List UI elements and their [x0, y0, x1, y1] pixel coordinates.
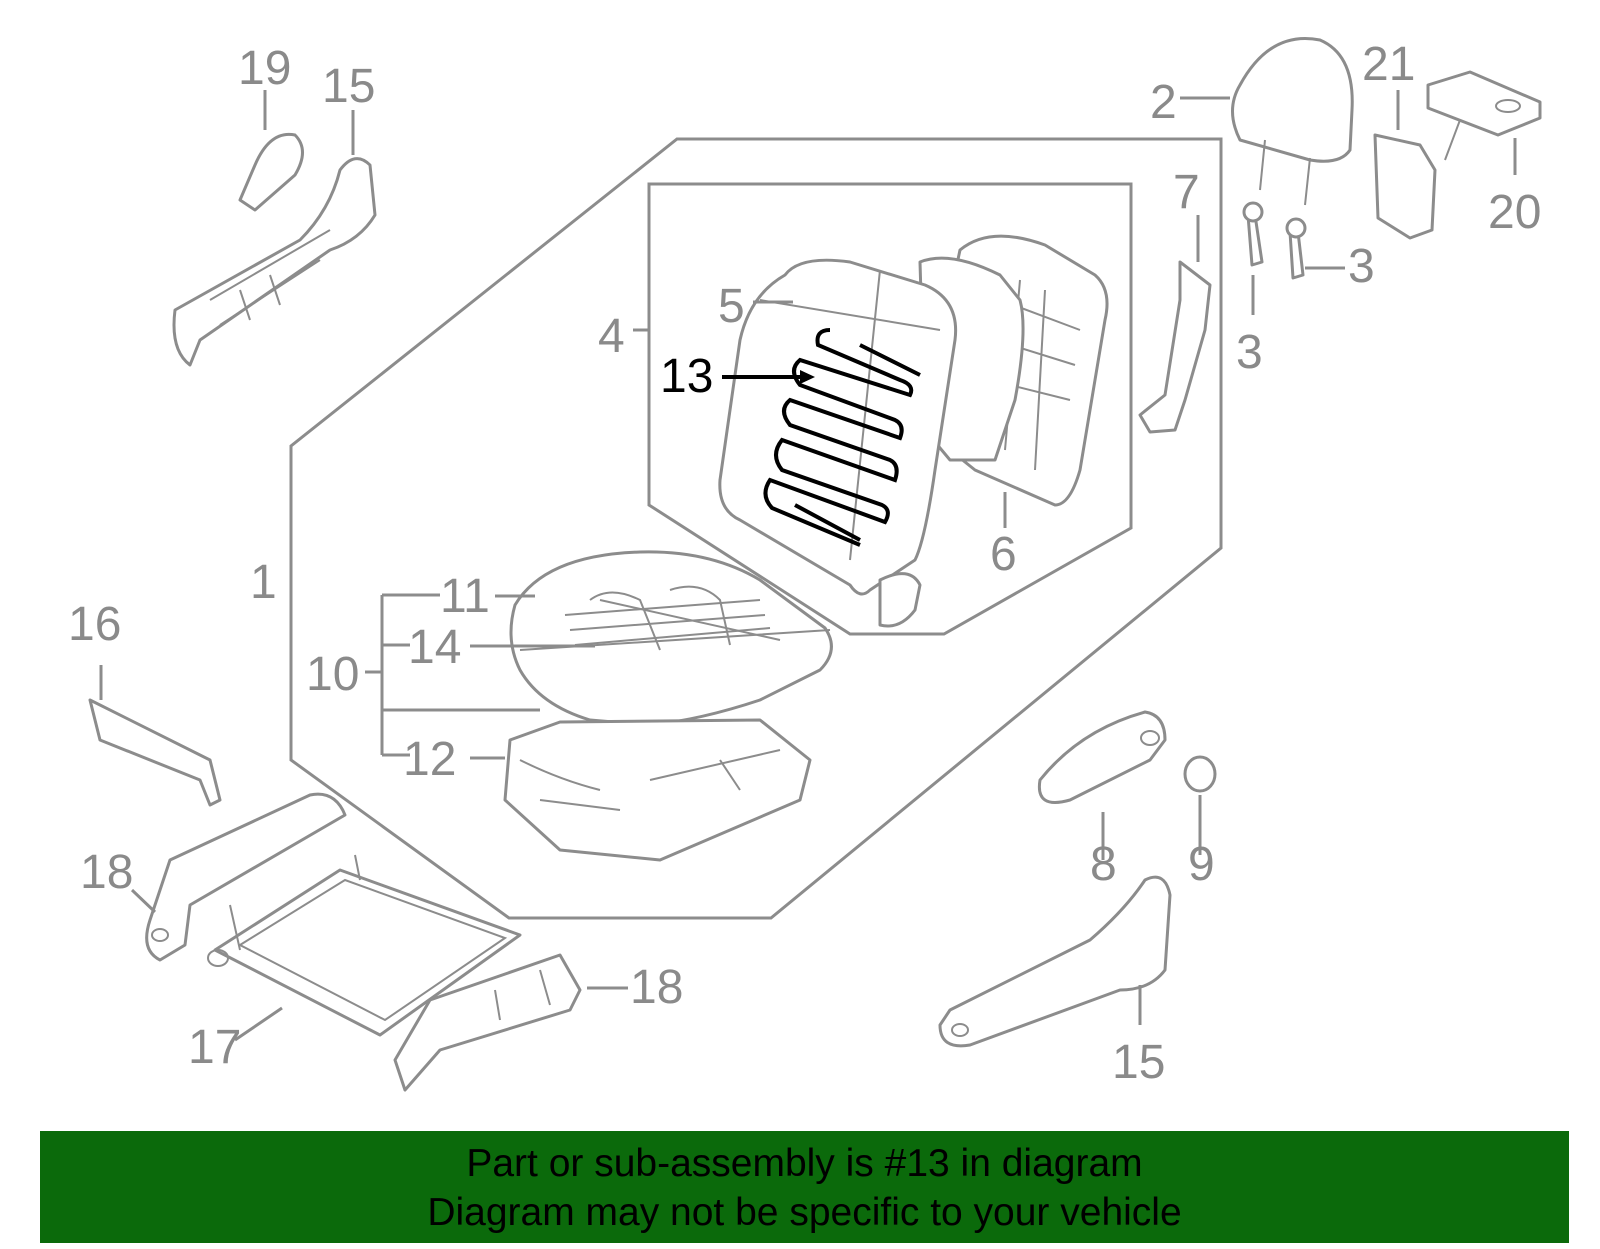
callout-8: 8 [1090, 838, 1117, 891]
seat-track-cover-right [393, 953, 582, 1092]
callout-4: 4 [598, 310, 625, 363]
heater-switch-cover [1373, 133, 1437, 240]
callout-5: 5 [718, 280, 745, 333]
recliner-side-cover-upper [172, 157, 377, 367]
seat-track-cover-left [145, 792, 347, 962]
callout-14: 14 [408, 621, 461, 674]
headrest [1231, 37, 1354, 206]
callout-3-bottom: 3 [1236, 326, 1263, 379]
callout-18-left: 18 [80, 846, 133, 899]
callout-13: 13 [660, 350, 713, 403]
callout-6: 6 [990, 528, 1017, 581]
callout-7: 7 [1173, 166, 1200, 219]
arrowhead-13 [800, 370, 815, 384]
track-end-cover [88, 698, 222, 807]
callout-15-lower: 15 [1112, 1036, 1165, 1089]
callout-2: 2 [1150, 76, 1177, 129]
callout-9: 9 [1188, 838, 1215, 891]
leader-lines [99, 90, 1517, 1042]
seat-assembly-outline [289, 137, 1223, 920]
seatback-heater-mat-highlight [763, 328, 921, 547]
callout-1: 1 [250, 556, 277, 609]
callout-10: 10 [306, 648, 359, 701]
heater-switch [1426, 70, 1542, 161]
callout-17: 17 [188, 1021, 241, 1074]
headrest-guides [1242, 201, 1307, 280]
callout-3-right: 3 [1348, 240, 1375, 293]
callout-11: 11 [440, 570, 490, 623]
info-banner: Part or sub-assembly is #13 in diagram D… [40, 1131, 1569, 1243]
callout-21: 21 [1362, 38, 1415, 91]
seat-adjust-lever [1037, 710, 1167, 804]
parts-diagram: 19 15 2 21 20 7 3 3 5 4 13 6 1 11 14 10 … [68, 37, 1542, 1092]
seat-track-assembly [207, 854, 522, 1037]
seatback-assembly-box [647, 182, 1133, 636]
callout-16: 16 [68, 598, 121, 651]
recliner-side-cover-lower [938, 875, 1172, 1048]
seat-cushion-cover [509, 550, 833, 727]
seat-cushion-frame [503, 718, 812, 862]
callout-20: 20 [1488, 186, 1541, 239]
recliner-knob-cover [238, 132, 304, 212]
callout-19: 19 [238, 42, 291, 95]
callout-15-upper: 15 [322, 60, 375, 113]
banner-line-part: Part or sub-assembly is #13 in diagram [466, 1142, 1143, 1185]
callout-12: 12 [403, 733, 456, 786]
side-trim-panel [1138, 260, 1212, 434]
seat-cushion-heater-mat [564, 585, 771, 651]
lever-cap [1183, 755, 1217, 793]
callout-18-right: 18 [630, 961, 683, 1014]
bracket-10 [365, 593, 540, 757]
banner-line-disclaimer: Diagram may not be specific to your vehi… [427, 1191, 1182, 1234]
